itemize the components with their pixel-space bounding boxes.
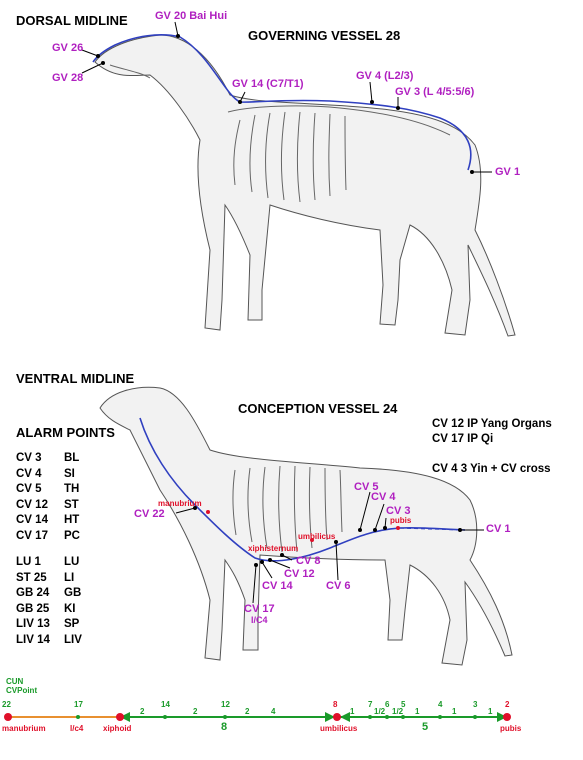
label-cv17: CV 17: [244, 603, 275, 615]
label-gv1: GV 1: [495, 166, 521, 178]
cv-leader-lines: [175, 491, 484, 604]
cun-num: 2: [245, 707, 250, 716]
scale-num-7: 7: [368, 700, 373, 709]
label-cv14: CV 14: [262, 580, 293, 592]
dorsal-midline-heading: DORSAL MIDLINE: [16, 13, 128, 28]
cun-num: 1: [488, 707, 493, 716]
label-cv8: CV 8: [296, 555, 321, 567]
cun-num-half: 1/2: [374, 707, 386, 716]
landmark-xiphisternum: xiphisternum: [248, 544, 299, 553]
label-gv4: GV 4 (L2/3): [356, 70, 414, 82]
label-cv3: CV 3: [386, 505, 411, 517]
legend-cvpoint: CVPoint: [6, 686, 38, 695]
governing-vessel-title: GOVERNING VESSEL 28: [248, 28, 401, 43]
cun-scale: [4, 712, 511, 722]
cun-num: 1: [350, 707, 355, 716]
landmark-pubis: pubis: [390, 516, 412, 525]
label-cv12: CV 12: [284, 568, 315, 580]
dog-skeleton-dorsal: [94, 34, 516, 337]
scale-num-5: 5: [401, 700, 406, 709]
scale-num-8: 8: [333, 700, 338, 709]
scale-num-3: 3: [473, 700, 478, 709]
scale-total-left: 8: [221, 721, 228, 733]
label-l-c4: l/C4: [251, 615, 268, 625]
label-cv5: CV 5: [354, 481, 379, 493]
label-gv28: GV 28: [52, 72, 84, 84]
scale-num-4: 4: [438, 700, 443, 709]
scale-num-12: 12: [221, 700, 230, 709]
dog-skeleton-ventral: [99, 386, 513, 666]
cun-num: 2: [193, 707, 198, 716]
scale-num-22: 22: [2, 700, 11, 709]
conception-vessel-title: CONCEPTION VESSEL 24: [238, 401, 398, 416]
info-cv12: CV 12 IP Yang Organs: [432, 418, 552, 430]
scale-total-right: 5: [422, 721, 429, 733]
info-cv4: CV 4 3 Yin + CV cross: [432, 463, 551, 475]
cun-num: 4: [271, 707, 276, 716]
label-gv26: GV 26: [52, 42, 84, 54]
scale-label-lc4: l/c4: [70, 724, 84, 733]
scale-label-umbilicus: umbilicus: [320, 724, 358, 733]
label-gv14: GV 14 (C7/T1): [232, 78, 304, 90]
label-cv1: CV 1: [486, 523, 511, 535]
cun-num: 1: [415, 707, 420, 716]
label-cv6: CV 6: [326, 580, 351, 592]
landmark-manubrium: manubrium: [158, 499, 202, 508]
gv-dots: [96, 34, 474, 174]
cv-dots: [193, 506, 462, 567]
scale-label-pubis: pubis: [500, 724, 522, 733]
cun-num: 1: [452, 707, 457, 716]
dog-ribs-dorsal: [109, 64, 451, 203]
legend-cun: CUN: [6, 677, 24, 686]
scale-label-xiphoid: xiphoid: [103, 724, 132, 733]
label-cv22: CV 22: [134, 508, 165, 520]
alarm-points-title: ALARM POINTS: [16, 425, 115, 440]
label-cv4: CV 4: [371, 491, 396, 503]
label-gv20: GV 20 Bai Hui: [155, 10, 228, 22]
landmark-dots: [206, 510, 400, 542]
scale-num-14: 14: [161, 700, 170, 709]
scale-num-6: 6: [385, 700, 390, 709]
label-gv3: GV 3 (L 4/5:5/6): [395, 86, 475, 98]
landmark-umbilicus: umbilicus: [298, 532, 336, 541]
cun-num-half: 1/2: [392, 707, 404, 716]
info-cv17: CV 17 IP Qi: [432, 433, 494, 445]
scale-num-17: 17: [74, 700, 83, 709]
scale-num-2: 2: [505, 700, 510, 709]
cun-num: 2: [140, 707, 145, 716]
scale-label-manubrium: manubrium: [2, 724, 46, 733]
ventral-midline-heading: VENTRAL MIDLINE: [16, 371, 135, 386]
